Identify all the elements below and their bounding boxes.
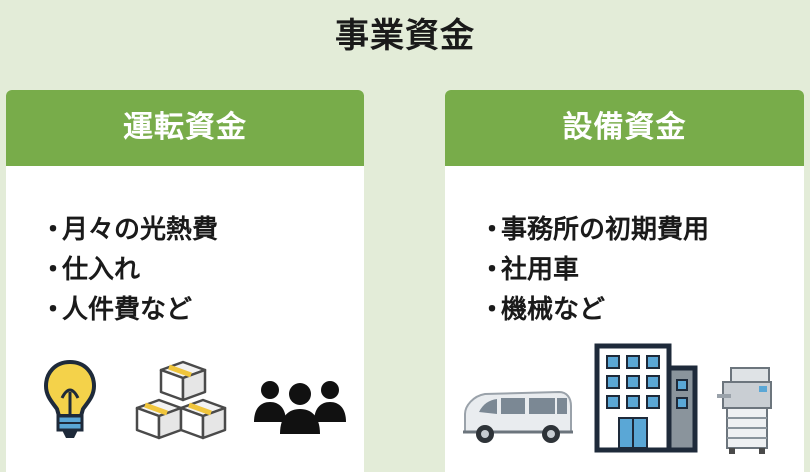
card-heading: 運転資金	[6, 90, 364, 166]
working-capital-card: 運転資金 ・月々の光熱費 ・仕入れ ・人件費など	[6, 90, 364, 472]
list-item: ・事務所の初期費用	[479, 215, 710, 245]
list-item: ・機械など	[479, 295, 606, 325]
item-list: ・事務所の初期費用 ・社用車 ・機械など	[479, 210, 709, 330]
list-item: ・社用車	[479, 255, 580, 285]
page-title: 事業資金	[335, 16, 475, 56]
boxes-icon	[135, 360, 227, 440]
equipment-capital-card: 設備資金 ・事務所の初期費用 ・社用車 ・機械など	[445, 90, 804, 472]
list-item-label: 社用車	[501, 255, 580, 285]
list-item-label: 仕入れ	[62, 255, 141, 285]
people-icon	[254, 381, 346, 434]
item-list: ・月々の光熱費 ・仕入れ ・人件費など	[40, 210, 218, 330]
list-item-label: 人件費など	[62, 295, 193, 325]
van-icon	[463, 390, 573, 443]
card-heading: 設備資金	[445, 90, 804, 166]
building-icon	[594, 343, 698, 453]
list-item-label: 事務所の初期費用	[501, 215, 710, 245]
copier-icon	[717, 367, 772, 454]
lightbulb-icon	[43, 359, 97, 438]
list-item-label: 機械など	[501, 295, 606, 325]
list-item: ・人件費など	[40, 295, 193, 325]
list-item-label: 月々の光熱費	[62, 215, 219, 245]
list-item: ・仕入れ	[40, 255, 141, 285]
list-item: ・月々の光熱費	[40, 215, 219, 245]
